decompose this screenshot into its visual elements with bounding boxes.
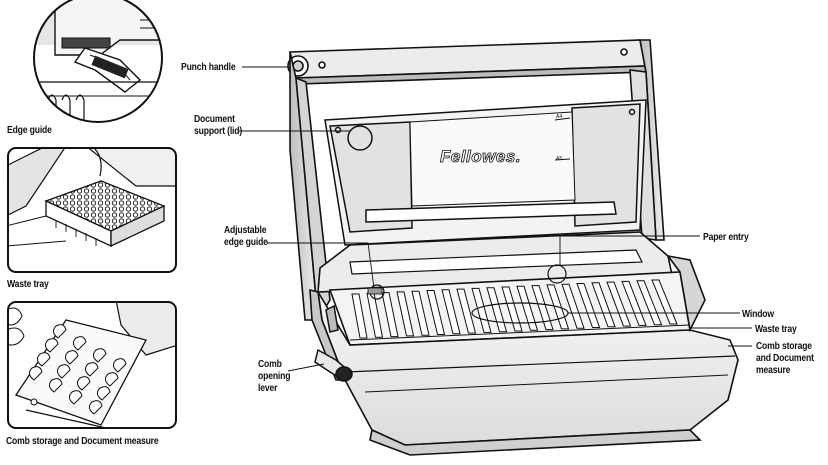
paper-entry-label: Paper entry (703, 231, 749, 243)
comb-rows (28, 324, 127, 415)
waste-tray-label: Waste tray (755, 323, 797, 335)
document-support-label: Document support (lid) (194, 113, 243, 137)
brand-logo: Fellowes. (440, 147, 521, 166)
edge-guide-inset (33, 0, 163, 123)
comb-finger (501, 286, 523, 332)
window-label: Window (742, 308, 774, 320)
document-support-lid (324, 99, 647, 246)
waste-tray-caption: Waste tray (7, 278, 49, 290)
edge-guide-caption: Edge guide (7, 124, 52, 136)
comb-opening-lever-label: Comb opening lever (258, 358, 291, 394)
comb-finger (396, 291, 415, 337)
comb-finger (591, 282, 616, 328)
comb-fingers (349, 279, 691, 341)
size-mark-a4: A4 (556, 114, 562, 120)
comb-finger (636, 280, 663, 326)
comb-finger (441, 289, 461, 335)
machine-body (309, 231, 739, 456)
paper-entry-marker (547, 264, 567, 284)
leader-lines (238, 66, 752, 372)
comb-storage-caption: Comb storage and Document measure (6, 435, 159, 447)
comb-storage-inset (7, 301, 177, 429)
punch-handle-label: Punch handle (181, 61, 236, 73)
comb-finger (426, 290, 446, 335)
comb-finger (411, 290, 430, 336)
comb-base-line (349, 324, 691, 341)
comb-finger (516, 285, 539, 331)
comb-finger (561, 283, 585, 329)
waste-tray-inset (7, 147, 177, 273)
comb-finger (351, 293, 368, 339)
adjustable-edge-guide-label: Adjustable edge guide (224, 224, 268, 248)
comb-finger (381, 292, 399, 338)
comb-finger (621, 280, 647, 326)
comb-finger (486, 287, 508, 333)
comb-finger (606, 281, 632, 327)
comb-opening-lever (314, 304, 353, 382)
comb-storage-label: Comb storage and Document measure (756, 340, 814, 376)
size-mark-a5: A5 (556, 156, 562, 162)
comb-finger (531, 285, 554, 331)
comb-finger (456, 288, 477, 334)
comb-finger (471, 287, 492, 333)
